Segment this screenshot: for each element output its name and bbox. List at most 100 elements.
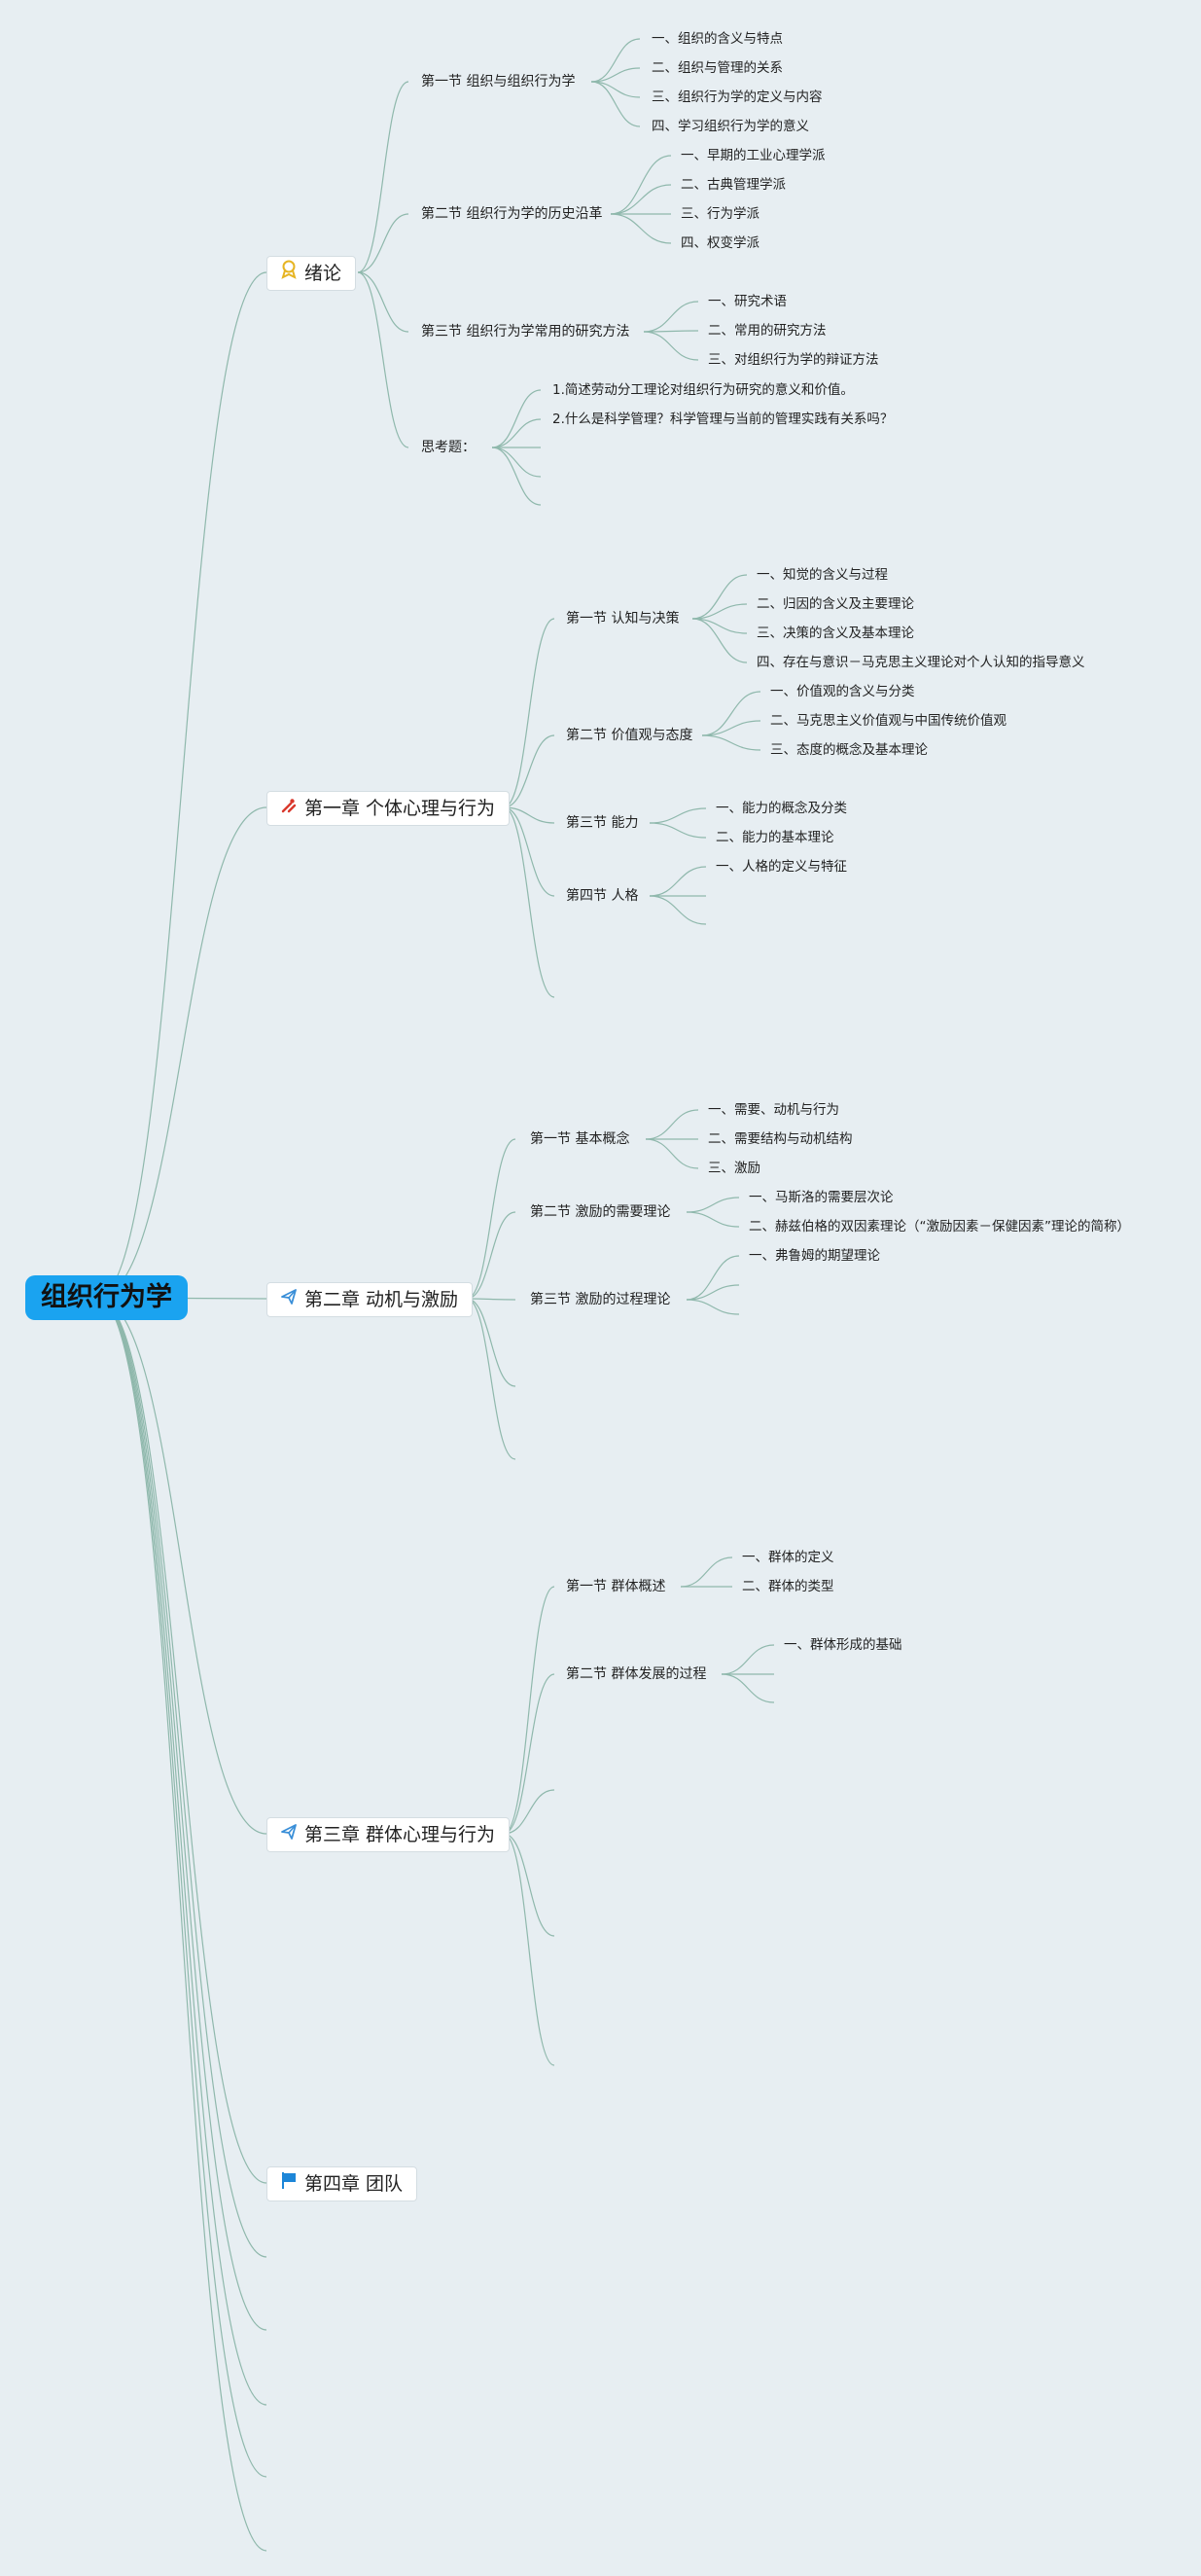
chapter-3-label: 第三章 群体心理与行为 bbox=[304, 1824, 496, 1845]
leaf-connector bbox=[686, 1299, 740, 1315]
section-connector bbox=[357, 271, 409, 333]
leaf-connector bbox=[649, 866, 707, 897]
leaf-connector bbox=[701, 691, 761, 736]
chapter-1-label: 第一章 个体心理与行为 bbox=[304, 798, 496, 819]
chapter-3[interactable]: 第三章 群体心理与行为 bbox=[266, 1817, 511, 1852]
section-1-2[interactable]: 第二节 组织行为学的历史沿革 bbox=[421, 206, 603, 222]
chapter-intro[interactable]: 绪论 bbox=[266, 256, 357, 291]
leaf-connector bbox=[645, 1109, 699, 1140]
section-connector bbox=[466, 1211, 516, 1300]
root-connector bbox=[96, 806, 267, 1299]
leaf[interactable]: 一、知觉的含义与过程 bbox=[757, 567, 888, 583]
leaf[interactable]: 二、需要结构与动机结构 bbox=[708, 1131, 853, 1147]
leaf[interactable]: 二、常用的研究方法 bbox=[708, 323, 827, 339]
chapter-4[interactable]: 第四章 团队 bbox=[266, 2166, 418, 2201]
section-4-1[interactable]: 第一节 群体概述 bbox=[566, 1579, 666, 1594]
leaf[interactable]: 一、弗鲁姆的期望理论 bbox=[749, 1248, 880, 1264]
leaf[interactable]: 一、人格的定义与特征 bbox=[716, 859, 847, 875]
leaf[interactable]: 四、学习组织行为学的意义 bbox=[652, 119, 809, 134]
leaf[interactable]: 1.简述劳动分工理论对组织行为研究的意义和价值。 bbox=[552, 382, 854, 398]
section-connector bbox=[503, 1673, 555, 1835]
section-2-3[interactable]: 第三节 能力 bbox=[566, 815, 639, 831]
leaf[interactable]: 一、能力的概念及分类 bbox=[716, 801, 847, 816]
leaf-connector bbox=[686, 1255, 740, 1301]
section-1-3[interactable]: 第三节 组织行为学常用的研究方法 bbox=[421, 324, 630, 340]
root-connector bbox=[96, 1297, 267, 2184]
leaf-connector bbox=[491, 418, 542, 448]
section-3-3[interactable]: 第三节 激励的过程理论 bbox=[530, 1292, 671, 1307]
chapter-1[interactable]: 第一章 个体心理与行为 bbox=[266, 791, 511, 826]
section-connector bbox=[466, 1298, 516, 1387]
section-connector bbox=[503, 1833, 555, 1937]
section-connector bbox=[503, 806, 555, 824]
leaf-connector bbox=[590, 81, 641, 127]
leaf[interactable]: 一、群体形成的基础 bbox=[784, 1637, 902, 1653]
chapter-2[interactable]: 第二章 动机与激励 bbox=[266, 1282, 474, 1317]
root-topic[interactable]: 组织行为学 bbox=[25, 1275, 188, 1320]
leaf-connector bbox=[643, 301, 699, 333]
leaf-connector bbox=[491, 447, 542, 506]
root-connector bbox=[96, 1297, 267, 2478]
leaf[interactable]: 四、权变学派 bbox=[681, 235, 759, 251]
leaf[interactable]: 一、需要、动机与行为 bbox=[708, 1102, 839, 1118]
paper-plane-icon bbox=[279, 1818, 299, 1851]
leaf-connector bbox=[491, 447, 542, 478]
leaf-connector bbox=[645, 1138, 699, 1169]
section-connector bbox=[466, 1298, 516, 1460]
section-connector bbox=[503, 734, 555, 808]
section-2-4[interactable]: 第四节 人格 bbox=[566, 888, 639, 904]
chapter-4-label: 第四章 团队 bbox=[304, 2173, 404, 2195]
leaf-connector bbox=[649, 822, 707, 839]
leaf[interactable]: 二、组织与管理的关系 bbox=[652, 60, 783, 76]
leaf-connector bbox=[701, 734, 761, 751]
section-questions[interactable]: 思考题： bbox=[421, 440, 476, 455]
section-connector bbox=[466, 1298, 516, 1301]
leaf-connector bbox=[590, 38, 641, 83]
leaf[interactable]: 三、激励 bbox=[708, 1161, 760, 1176]
tools-icon bbox=[279, 792, 299, 825]
leaf-connector bbox=[691, 618, 748, 663]
section-2-1[interactable]: 第一节 认知与决策 bbox=[566, 611, 680, 626]
section-3-2[interactable]: 第二节 激励的需要理论 bbox=[530, 1204, 671, 1220]
leaf[interactable]: 一、早期的工业心理学派 bbox=[681, 148, 826, 163]
chapter-2-label: 第二章 动机与激励 bbox=[304, 1289, 459, 1310]
leaf-connector bbox=[590, 81, 641, 98]
leaf[interactable]: 一、价值观的含义与分类 bbox=[770, 684, 915, 699]
section-4-2[interactable]: 第二节 群体发展的过程 bbox=[566, 1666, 707, 1682]
leaf-connector bbox=[610, 155, 672, 215]
leaf[interactable]: 三、组织行为学的定义与内容 bbox=[652, 89, 823, 105]
leaf-connector bbox=[721, 1644, 775, 1675]
section-connector bbox=[503, 806, 555, 897]
leaf[interactable]: 二、群体的类型 bbox=[742, 1579, 834, 1594]
section-3-1[interactable]: 第一节 基本概念 bbox=[530, 1131, 630, 1147]
leaf[interactable]: 二、马克思主义价值观与中国传统价值观 bbox=[770, 713, 1007, 729]
leaf[interactable]: 二、能力的基本理论 bbox=[716, 830, 834, 845]
leaf[interactable]: 一、群体的定义 bbox=[742, 1550, 834, 1565]
root-connector bbox=[96, 1297, 267, 2552]
leaf-connector bbox=[649, 895, 707, 925]
leaf[interactable]: 三、对组织行为学的辩证方法 bbox=[708, 352, 879, 368]
leaf-connector bbox=[491, 389, 542, 448]
section-connector bbox=[503, 806, 555, 998]
leaf[interactable]: 二、赫兹伯格的双因素理论（“激励因素－保健因素”理论的简称） bbox=[749, 1219, 1130, 1234]
leaf[interactable]: 四、存在与意识－马克思主义理论对个人认知的指导意义 bbox=[757, 655, 1085, 670]
section-connector bbox=[503, 1789, 555, 1835]
section-1-1[interactable]: 第一节 组织与组织行为学 bbox=[421, 74, 576, 89]
leaf[interactable]: 三、行为学派 bbox=[681, 206, 759, 222]
section-connector bbox=[503, 1833, 555, 2066]
leaf-connector bbox=[680, 1556, 733, 1588]
paper-plane-icon bbox=[279, 1283, 299, 1316]
leaf[interactable]: 二、古典管理学派 bbox=[681, 177, 786, 193]
leaf[interactable]: 一、组织的含义与特点 bbox=[652, 31, 783, 47]
leaf[interactable]: 2.什么是科学管理？科学管理与当前的管理实践有关系吗？ bbox=[552, 411, 894, 427]
leaf[interactable]: 一、研究术语 bbox=[708, 294, 787, 309]
leaf[interactable]: 二、归因的含义及主要理论 bbox=[757, 596, 914, 612]
root-connector bbox=[96, 1297, 267, 2406]
leaf[interactable]: 三、态度的概念及基本理论 bbox=[770, 742, 928, 758]
leaf[interactable]: 三、决策的含义及基本理论 bbox=[757, 626, 914, 641]
section-2-2[interactable]: 第二节 价值观与态度 bbox=[566, 728, 693, 743]
leaf[interactable]: 一、马斯洛的需要层次论 bbox=[749, 1190, 894, 1205]
leaf-connector bbox=[649, 807, 707, 824]
